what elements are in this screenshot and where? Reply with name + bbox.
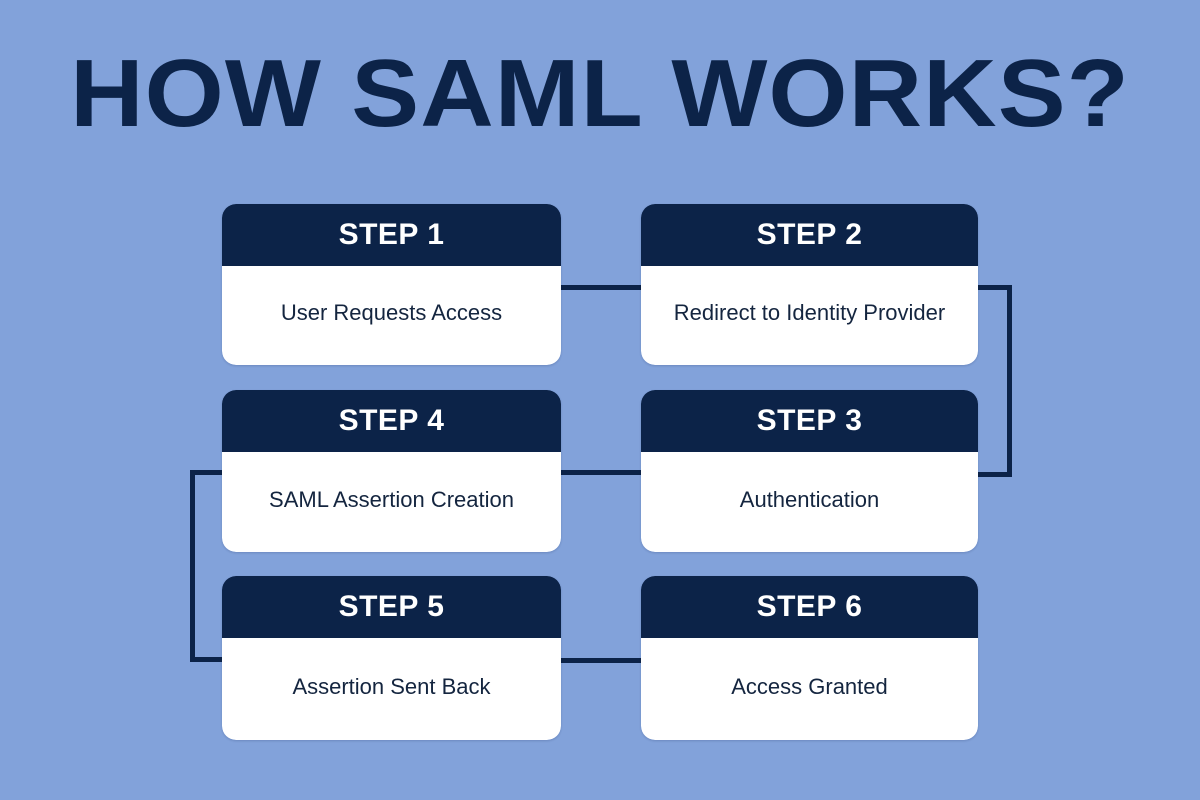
step-card-1-header: STEP 1 xyxy=(222,204,561,266)
connector-step-5-to-step-6 xyxy=(555,658,647,663)
connector-step-1-to-step-2 xyxy=(555,285,647,290)
step-card-4[interactable]: STEP 4 SAML Assertion Creation xyxy=(222,390,561,552)
connector-step-4-to-step-5-top-segment xyxy=(190,470,228,475)
step-card-5[interactable]: STEP 5 Assertion Sent Back xyxy=(222,576,561,740)
connector-step-3-to-step-4 xyxy=(555,470,647,475)
step-card-4-body: SAML Assertion Creation xyxy=(222,452,561,552)
step-card-6-header: STEP 6 xyxy=(641,576,978,638)
step-card-3[interactable]: STEP 3 Authentication xyxy=(641,390,978,552)
step-card-1-body: User Requests Access xyxy=(222,266,561,365)
step-card-4-header: STEP 4 xyxy=(222,390,561,452)
step-card-5-header: STEP 5 xyxy=(222,576,561,638)
page-title: HOW SAML WORKS? xyxy=(70,40,1130,147)
step-card-2-body: Redirect to Identity Provider xyxy=(641,266,978,365)
step-card-1[interactable]: STEP 1 User Requests Access xyxy=(222,204,561,365)
connector-step-2-to-step-3-vertical-segment xyxy=(1007,285,1012,477)
connector-step-4-to-step-5-vertical-segment xyxy=(190,470,195,662)
connector-step-4-to-step-5-bottom-segment xyxy=(190,657,228,662)
step-card-5-body: Assertion Sent Back xyxy=(222,638,561,740)
step-card-2-header: STEP 2 xyxy=(641,204,978,266)
step-card-3-header: STEP 3 xyxy=(641,390,978,452)
step-card-2[interactable]: STEP 2 Redirect to Identity Provider xyxy=(641,204,978,365)
connector-step-2-to-step-3-top-segment xyxy=(972,285,1012,290)
step-card-6[interactable]: STEP 6 Access Granted xyxy=(641,576,978,740)
step-card-3-body: Authentication xyxy=(641,452,978,552)
step-card-6-body: Access Granted xyxy=(641,638,978,740)
connector-step-2-to-step-3-bottom-segment xyxy=(972,472,1012,477)
